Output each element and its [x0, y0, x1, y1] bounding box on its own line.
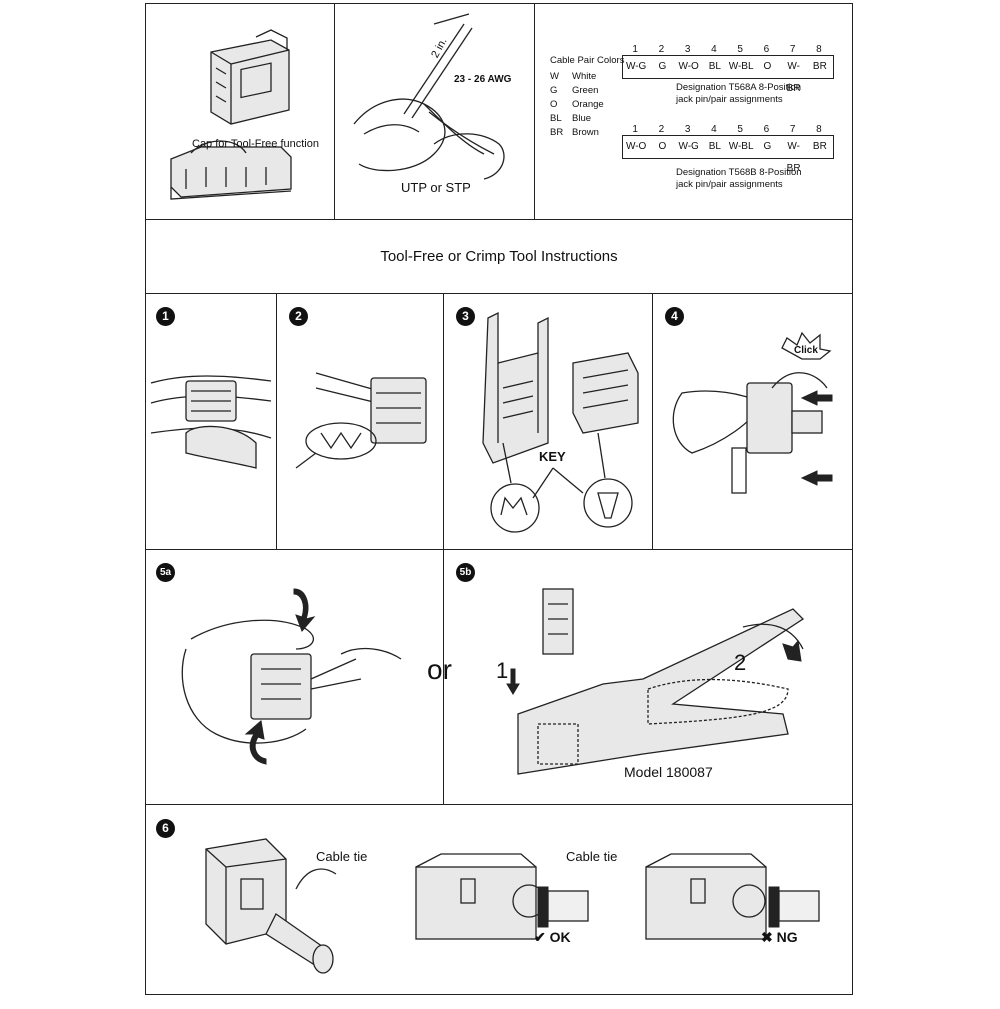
- step-2-badge: 2: [289, 307, 308, 326]
- cable-strip-illustration: [353, 13, 505, 180]
- step-5a-illustration: [181, 588, 402, 765]
- step-6-badge: 6: [156, 819, 175, 838]
- divider: [146, 219, 852, 220]
- cable-type-label: UTP or STP: [401, 180, 471, 195]
- arrow-2-label: 2: [734, 650, 747, 675]
- t568a-caption: Designation T568A 8-Position jack pin/pa…: [676, 82, 801, 105]
- divider: [443, 293, 444, 549]
- step-5b-badge: 5b: [456, 563, 475, 582]
- divider: [534, 4, 535, 219]
- divider: [276, 293, 277, 549]
- cap-label: Cap for Tool-Free function: [192, 138, 319, 150]
- step-3-illustration: [482, 311, 639, 533]
- step-4-illustration: [672, 331, 833, 494]
- step-5a-badge: 5a: [156, 563, 175, 582]
- page-title: Tool-Free or Crimp Tool Instructions: [380, 248, 618, 265]
- click-label: Click: [794, 345, 818, 356]
- step-5b-illustration: [506, 588, 805, 775]
- key-label: KEY: [539, 449, 566, 464]
- ok-label: ✔ OK: [534, 929, 571, 945]
- divider: [443, 549, 444, 804]
- divider: [146, 293, 852, 294]
- divider: [334, 4, 335, 219]
- divider: [652, 293, 653, 549]
- or-label: or: [427, 654, 452, 685]
- awg-label: 23 - 26 AWG: [454, 74, 512, 85]
- step-4-badge: 4: [665, 307, 684, 326]
- step-1-badge: 1: [156, 307, 175, 326]
- cable-tie-label-1: Cable tie: [316, 849, 368, 864]
- step-6-illustration-jack: [205, 838, 337, 974]
- step-6-illustration-ng: [645, 853, 820, 940]
- arrow-1-label: 1: [496, 658, 509, 683]
- step-6-illustration-ok: [415, 853, 589, 940]
- legend-title: Cable Pair Colors: [550, 55, 625, 66]
- cap-illustration: [170, 140, 292, 200]
- keystone-jack-illustration: [170, 29, 292, 200]
- t568b-caption: Designation T568B 8-Position jack pin/pa…: [676, 167, 802, 190]
- step-2-illustration: [295, 372, 427, 469]
- model-label: Model 180087: [624, 764, 713, 780]
- step-1-illustration: [150, 375, 272, 469]
- divider: [146, 549, 852, 550]
- instruction-sheet: Cap for Tool-Free function 2 in. 23 - 26…: [145, 3, 853, 995]
- step-3-badge: 3: [456, 307, 475, 326]
- divider: [146, 804, 852, 805]
- ng-label: ✖ NG: [761, 929, 798, 945]
- cable-tie-label-2: Cable tie: [566, 849, 618, 864]
